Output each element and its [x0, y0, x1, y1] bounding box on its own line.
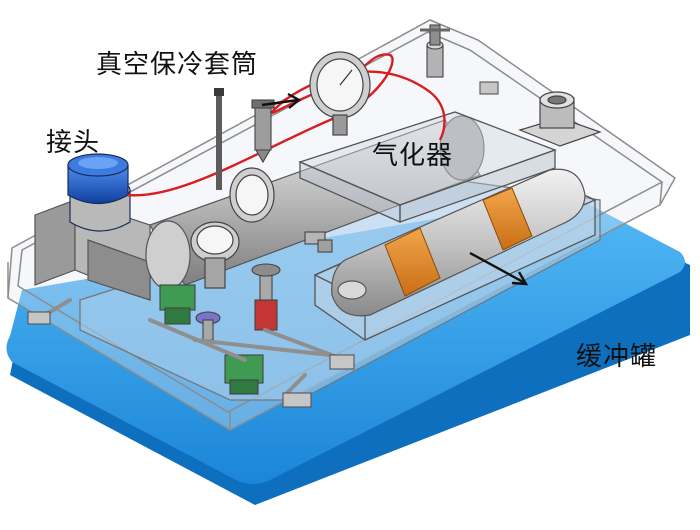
pointer-arrow-tank: [469, 251, 529, 286]
buffer-tank: [331, 168, 586, 317]
valve-assembly: [159, 231, 333, 395]
pressure-gauge-top: [309, 51, 371, 136]
pressure-gauge-lower: [190, 221, 240, 289]
electrical-connector: [518, 91, 602, 147]
top-fitting: [420, 24, 450, 78]
pointer-arrow-top: [261, 92, 302, 109]
pipe-fittings: [27, 81, 499, 408]
vacuum-jacket-rod: [214, 88, 224, 190]
pressure-gauge-middle: [229, 167, 275, 223]
tank-orange-bands: [384, 187, 533, 297]
label-connector: 接头: [46, 128, 101, 158]
front-pipes: [43, 298, 347, 397]
label-vacuum-jacket: 真空保冷套筒: [96, 50, 259, 80]
vaporizer-cover-box: [298, 111, 557, 223]
connector-cap: [67, 153, 131, 232]
label-vaporizer: 气化器: [372, 141, 454, 171]
label-buffer-tank: 缓冲罐: [576, 342, 658, 372]
